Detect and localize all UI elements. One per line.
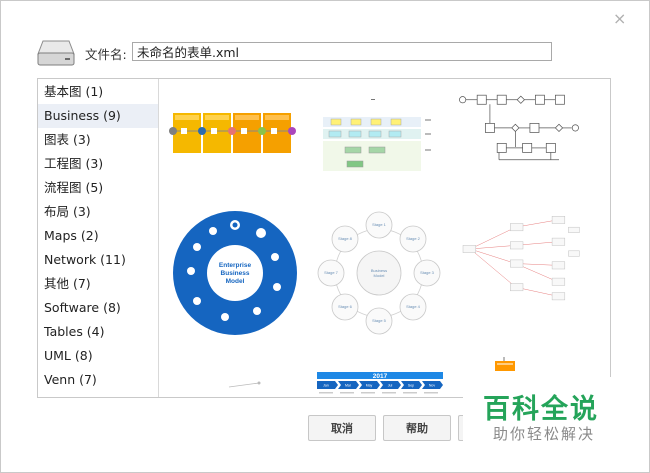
- timeline-month-4: Jul: [388, 384, 393, 388]
- stage-8-label: Stage 8: [338, 236, 353, 241]
- timeline-month-5: Sep: [408, 384, 414, 388]
- category-item[interactable]: 流程图 (5): [44, 180, 104, 195]
- filename-label: 文件名:: [85, 47, 127, 62]
- timeline-month-1: Jan: [323, 384, 329, 388]
- filename-input[interactable]: [132, 42, 552, 61]
- watermark-main: 百科全说: [483, 394, 599, 425]
- template-panel: 基本图 (1) Business (9) 图表 (3) 工程图 (3) 流程图 (5) 布…: [37, 78, 611, 398]
- help-button[interactable]: 帮助: [383, 415, 451, 441]
- template-grid: Enterprise Business Model: [159, 79, 602, 397]
- template-tree-map-thumb[interactable]: [455, 209, 591, 309]
- stage-2-label: Stage 2: [406, 236, 421, 241]
- category-item[interactable]: Business (9): [38, 104, 158, 128]
- category-item[interactable]: Maps (2): [44, 228, 99, 243]
- watermark-sub: 助你轻松解决: [493, 425, 596, 443]
- category-item[interactable]: Network (11): [44, 252, 126, 267]
- category-item[interactable]: Venn (7): [44, 372, 97, 387]
- category-item[interactable]: 图表 (3): [44, 132, 91, 147]
- template-bpmn-thumb[interactable]: [451, 87, 587, 187]
- template-stage-circle-thumb[interactable]: Stage 1 Stage 2 Stage 3 Stage 4 Stage 5 …: [309, 203, 449, 343]
- enterprise-model-title-3: Model: [226, 278, 245, 285]
- template-partial-thumb[interactable]: [219, 377, 355, 398]
- timeline-year: 2017: [373, 373, 388, 380]
- template-small-thumb[interactable]: [493, 357, 517, 377]
- timeline-month-3: May: [366, 384, 373, 388]
- cancel-button[interactable]: 取消: [308, 415, 376, 441]
- stage-7-label: Stage 7: [324, 270, 339, 275]
- drive-icon: [37, 40, 75, 66]
- category-item[interactable]: Tables (4): [44, 324, 105, 339]
- category-item[interactable]: 工程图 (3): [44, 156, 104, 171]
- stage-6-label: Stage 6: [338, 304, 353, 309]
- close-icon[interactable]: ×: [613, 9, 627, 28]
- timeline-month-2: Mar: [345, 384, 352, 388]
- category-item[interactable]: 基本图 (1): [44, 84, 104, 99]
- category-item[interactable]: 其他 (7): [44, 276, 91, 291]
- timeline-month-6: Nov: [429, 384, 435, 388]
- stage-5-label: Stage 5: [372, 318, 387, 323]
- category-item[interactable]: 布局 (3): [44, 204, 91, 219]
- category-item[interactable]: Software (8): [44, 300, 121, 315]
- stage-3-label: Stage 3: [420, 270, 435, 275]
- stage-4-label: Stage 4: [406, 304, 421, 309]
- template-business-process-thumb[interactable]: [167, 99, 303, 199]
- template-swimlane-thumb[interactable]: [309, 99, 445, 199]
- enterprise-model-title-2: Business: [221, 270, 250, 277]
- enterprise-model-title-1: Enterprise: [219, 262, 252, 269]
- stage-center-label-2: Model: [374, 273, 385, 278]
- template-enterprise-model-thumb[interactable]: Enterprise Business Model: [165, 203, 305, 343]
- category-list: 基本图 (1) Business (9) 图表 (3) 工程图 (3) 流程图 (5) 布…: [38, 79, 159, 397]
- category-item[interactable]: UML (8): [44, 348, 93, 363]
- watermark: 百科全说 助你轻松解决: [463, 377, 649, 453]
- template-timeline-thumb[interactable]: 2017 Jan Mar May Jul Sep Nov: [311, 371, 451, 398]
- stage-1-label: Stage 1: [372, 222, 387, 227]
- stage-center-label-1: Business: [371, 268, 387, 273]
